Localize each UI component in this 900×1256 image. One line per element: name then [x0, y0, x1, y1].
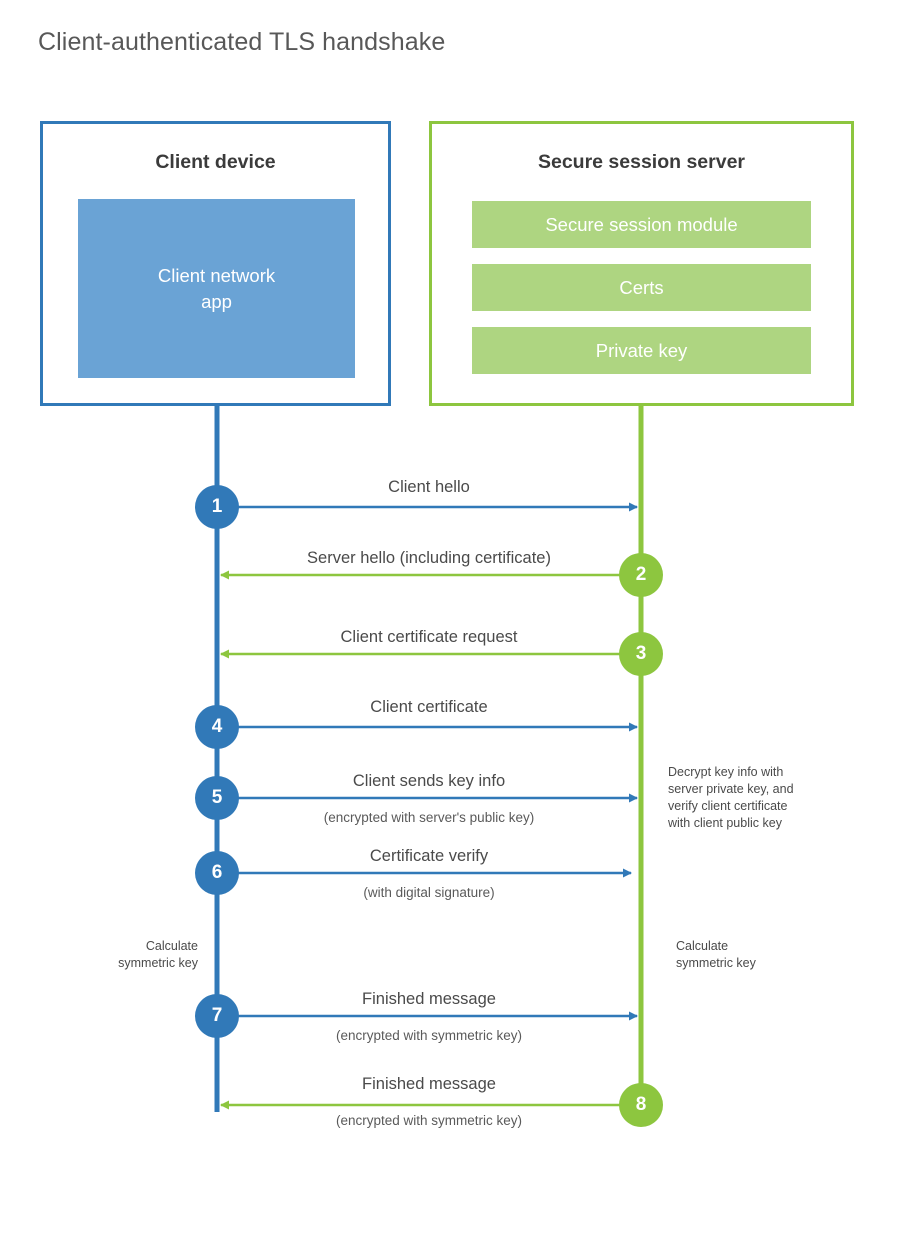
- note-server-decrypt: Decrypt key info with server private key…: [668, 765, 794, 830]
- message-sublabel-6: (with digital signature): [363, 885, 495, 900]
- client-network-app-block: Client network app: [78, 199, 355, 378]
- page-title: Client-authenticated TLS handshake: [38, 28, 446, 56]
- message-label-5: Client sends key info: [352, 772, 506, 790]
- note-server-calculate-symmetric-key: Calculate symmetric key: [676, 939, 756, 970]
- step-badge-8: 8: [619, 1083, 663, 1127]
- secure-session-server-box: Secure session server Secure session mod…: [429, 121, 854, 406]
- step-badge-5: 5: [195, 776, 239, 820]
- server-bar-secure-session-module: Secure session module: [472, 201, 811, 248]
- message-label-2: Server hello (including certificate): [307, 549, 551, 567]
- client-device-box: Client device Client network app: [40, 121, 391, 406]
- message-label-4: Client certificate: [370, 698, 488, 716]
- message-label-6: Certificate verify: [369, 847, 489, 865]
- step-badge-2: 2: [619, 553, 663, 597]
- server-bar-private-key: Private key: [472, 327, 811, 374]
- step-badge-1: 1: [195, 485, 239, 529]
- client-device-title: Client device: [155, 151, 276, 173]
- step-badge-7: 7: [195, 994, 239, 1038]
- step-badge-4: 4: [195, 705, 239, 749]
- step-badge-6: 6: [195, 851, 239, 895]
- message-label-3: Client certificate request: [340, 628, 518, 646]
- server-bar-certs: Certs: [472, 264, 811, 311]
- message-label-1: Client hello: [388, 478, 470, 496]
- step-badge-3: 3: [619, 632, 663, 676]
- message-sublabel-8: (encrypted with symmetric key): [335, 1113, 523, 1128]
- message-sublabel-5: (encrypted with server's public key): [323, 810, 535, 825]
- note-client-calculate-symmetric-key: Calculate symmetric key: [118, 939, 198, 970]
- message-label-8: Finished message: [362, 1075, 496, 1093]
- message-label-7: Finished message: [362, 990, 496, 1008]
- message-sublabel-7: (encrypted with symmetric key): [335, 1028, 523, 1043]
- secure-session-server-title: Secure session server: [537, 151, 746, 173]
